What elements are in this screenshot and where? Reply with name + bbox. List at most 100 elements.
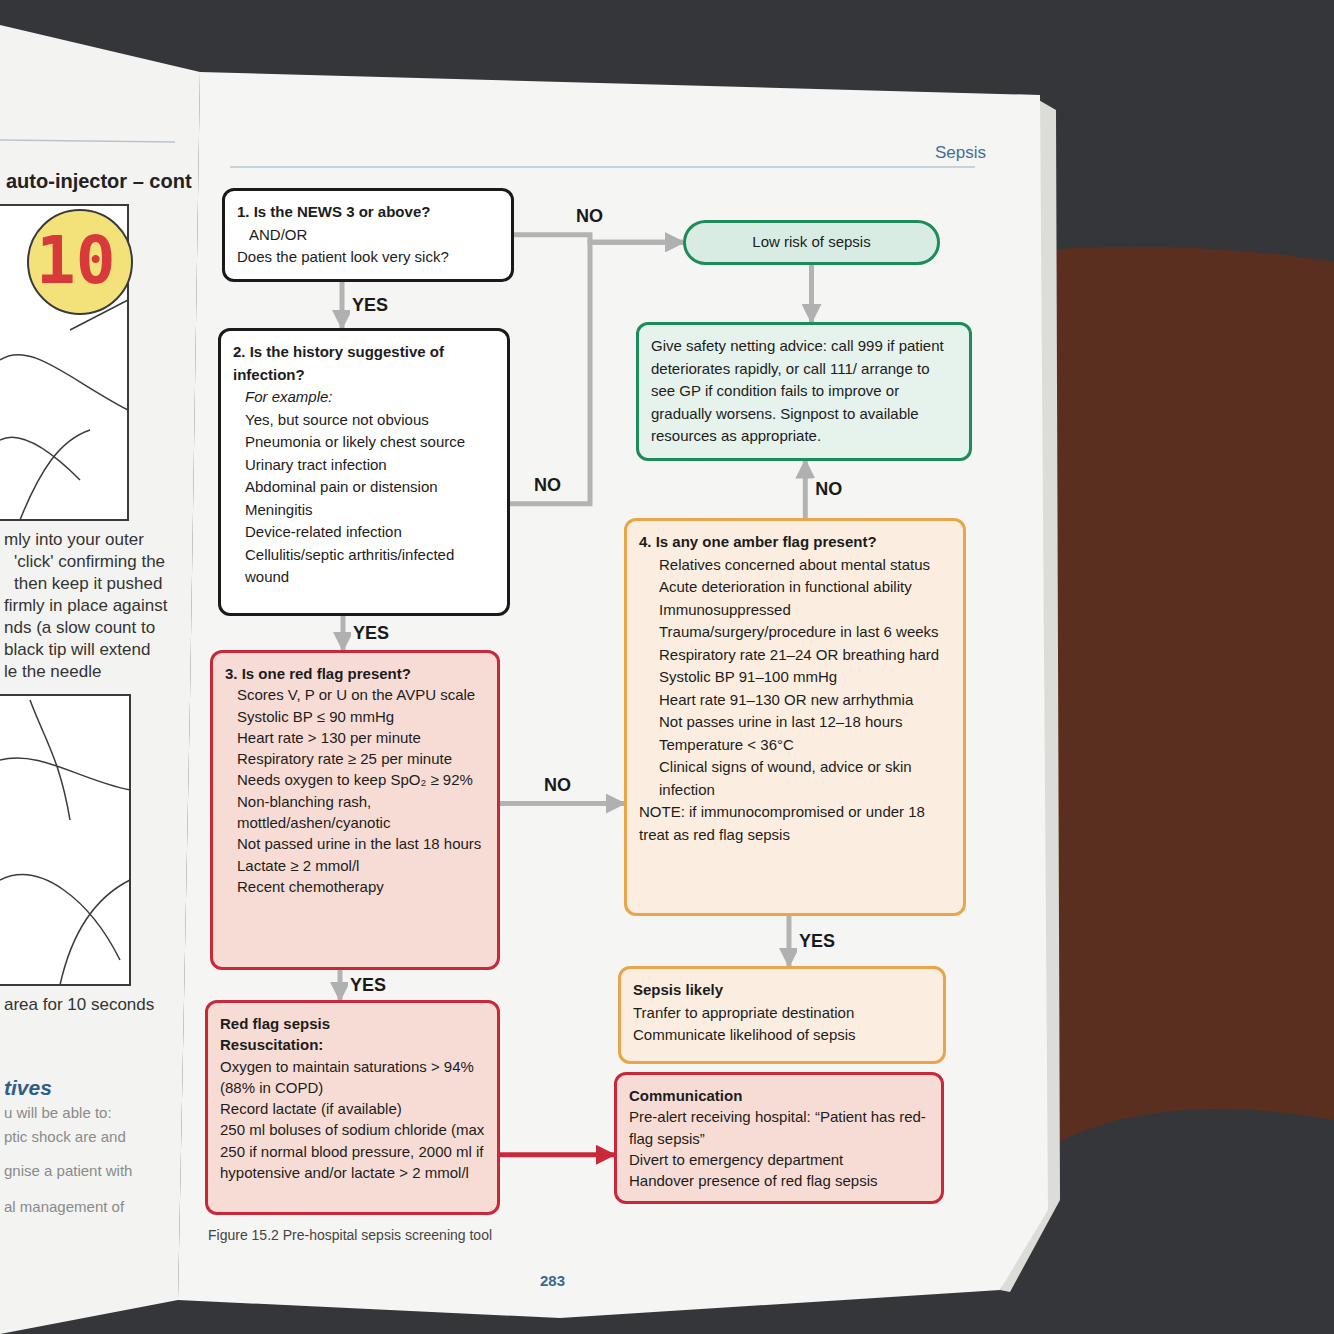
page-text: black tip will extend	[4, 640, 150, 660]
box-text: Scores V, P or U on the AVPU scale	[225, 684, 485, 705]
right-page	[178, 72, 1048, 1318]
box-text: Urinary tract infection	[233, 454, 495, 477]
box-text: AND/OR	[237, 224, 499, 247]
box-text: Needs oxygen to keep SpO₂ ≥ 92%	[225, 769, 485, 790]
box-text: Yes, but source not obvious	[233, 409, 495, 432]
decision-box: 1. Is the NEWS 3 or above?AND/ORDoes the…	[222, 188, 514, 282]
box-text: Meningitis	[233, 499, 495, 522]
page-text: nds (a slow count to	[4, 618, 155, 638]
box-text: Temperature < 36°C	[639, 734, 951, 757]
outcome-pill: Low risk of sepsis	[683, 220, 940, 265]
box-text: Clinical signs of wound, advice or skin …	[639, 756, 951, 801]
leather-armrest	[1045, 247, 1334, 1150]
box-text: Cellulitis/septic arthritis/infected wou…	[233, 544, 495, 589]
decision-box: 2. Is the history suggestive of infectio…	[218, 328, 510, 616]
box-text: Systolic BP 91–100 mmHg	[639, 666, 951, 689]
edge-label: YES	[351, 622, 391, 644]
flow-arrow	[340, 282, 345, 329]
flow-arrow	[338, 970, 343, 1000]
left-page	[0, 25, 200, 1334]
box-text: Non-blanching rash, mottled/ashen/cyanot…	[225, 791, 485, 834]
edge-label: NO	[542, 774, 573, 796]
decision-box: 4. Is any one amber flag present?Relativ…	[624, 518, 966, 916]
page-text: al management of	[4, 1198, 124, 1215]
figure-caption: Figure 15.2 Pre-hospital sepsis screenin…	[208, 1227, 492, 1243]
box-heading: Red flag sepsis	[220, 1013, 485, 1034]
decision-box: 3. Is one red flag present?Scores V, P o…	[210, 650, 500, 970]
box-text: Recent chemotherapy	[225, 876, 485, 897]
box-text: 250 ml boluses of sodium chloride (max 2…	[220, 1119, 485, 1183]
box-text: Relatives concerned about mental status	[639, 554, 951, 577]
page-text: 'click' confirming the	[14, 552, 165, 572]
action-box: CommunicationPre-alert receiving hospita…	[614, 1072, 944, 1204]
box-text: Respiratory rate 21–24 OR breathing hard	[639, 644, 951, 667]
timer-number: 10	[36, 222, 115, 300]
box-text: Device-related infection	[233, 521, 495, 544]
box-text: Abdominal pain or distension	[233, 476, 495, 499]
header-rule	[0, 140, 175, 142]
edge-label: YES	[797, 930, 837, 952]
page-text: u will be able to:	[4, 1104, 112, 1121]
box-heading: 4. Is any one amber flag present?	[639, 531, 951, 554]
box-heading: 3. Is one red flag present?	[225, 663, 485, 684]
outcome-box: Sepsis likelyTranfer to appropriate dest…	[618, 966, 946, 1064]
box-text: Not passed urine in the last 18 hours	[225, 833, 485, 854]
box-text: Pre-alert receiving hospital: “Patient h…	[629, 1106, 929, 1149]
box-text: Tranfer to appropriate destination	[633, 1002, 931, 1025]
injector-drawing	[0, 300, 128, 520]
section-heading: tives	[4, 1076, 52, 1100]
page-text: le the needle	[4, 662, 101, 682]
flow-arrow	[809, 265, 814, 323]
edge-label: NO	[532, 474, 563, 496]
box-text: Resuscitation:	[220, 1034, 485, 1055]
box-text: Handover presence of red flag sepsis	[629, 1170, 929, 1191]
image-caption: area for 10 seconds	[4, 995, 154, 1015]
box-text: Trauma/surgery/procedure in last 6 weeks	[639, 621, 951, 644]
box-heading: 2. Is the history suggestive of infectio…	[233, 341, 495, 386]
flow-arrow	[500, 1152, 614, 1157]
box-text: Immunosuppressed	[639, 599, 951, 622]
box-text: Record lactate (if available)	[220, 1098, 485, 1119]
page-text: then keep it pushed	[14, 574, 162, 594]
box-text: Respiratory rate ≥ 25 per minute	[225, 748, 485, 769]
edge-label: NO	[813, 478, 844, 500]
box-text: Not passes urine in last 12–18 hours	[639, 711, 951, 734]
header-rule	[230, 166, 975, 168]
illustration-frame	[0, 695, 130, 985]
box-text: Communicate likelihood of sepsis	[633, 1024, 931, 1047]
flow-arrow	[803, 461, 808, 519]
edge-label: NO	[574, 205, 605, 227]
box-text: Pneumonia or likely chest source	[233, 431, 495, 454]
box-text: Systolic BP ≤ 90 mmHg	[225, 706, 485, 727]
box-text: For example:	[233, 386, 495, 409]
section-header: Sepsis	[935, 143, 986, 163]
page-text: mly into your outer	[4, 530, 144, 550]
page-text: firmly in place against	[4, 596, 167, 616]
box-text: Low risk of sepsis	[698, 231, 925, 254]
page-number: 283	[540, 1272, 565, 1289]
box-heading: Communication	[629, 1085, 929, 1106]
box-text: Give safety netting advice: call 999 if …	[651, 335, 957, 448]
flow-arrow	[341, 616, 346, 650]
edge-label: YES	[348, 974, 388, 996]
timer-circle	[28, 210, 132, 314]
box-text: Oxygen to maintain saturations > 94% (88…	[220, 1056, 485, 1099]
box-heading: Sepsis likely	[633, 979, 931, 1002]
page-text: gnise a patient with	[4, 1162, 132, 1179]
box-text: Heart rate > 130 per minute	[225, 727, 485, 748]
box-text: Heart rate 91–130 OR new arrhythmia	[639, 689, 951, 712]
flow-arrow	[787, 916, 792, 966]
box-text: Does the patient look very sick?	[237, 246, 499, 269]
box-text: Lactate ≥ 2 mmol/l	[225, 855, 485, 876]
box-text: Acute deterioration in functional abilit…	[639, 576, 951, 599]
thigh-drawing	[0, 700, 130, 985]
box-heading: 1. Is the NEWS 3 or above?	[237, 201, 499, 224]
box-text: NOTE: if immunocompromised or under 18 t…	[639, 801, 951, 846]
running-header: auto-injector – cont	[6, 170, 192, 193]
advice-box: Give safety netting advice: call 999 if …	[636, 322, 972, 461]
page-text: ptic shock are and	[4, 1128, 126, 1145]
flow-arrow	[500, 801, 624, 806]
action-box: Red flag sepsisResuscitation:Oxygen to m…	[205, 1000, 500, 1215]
